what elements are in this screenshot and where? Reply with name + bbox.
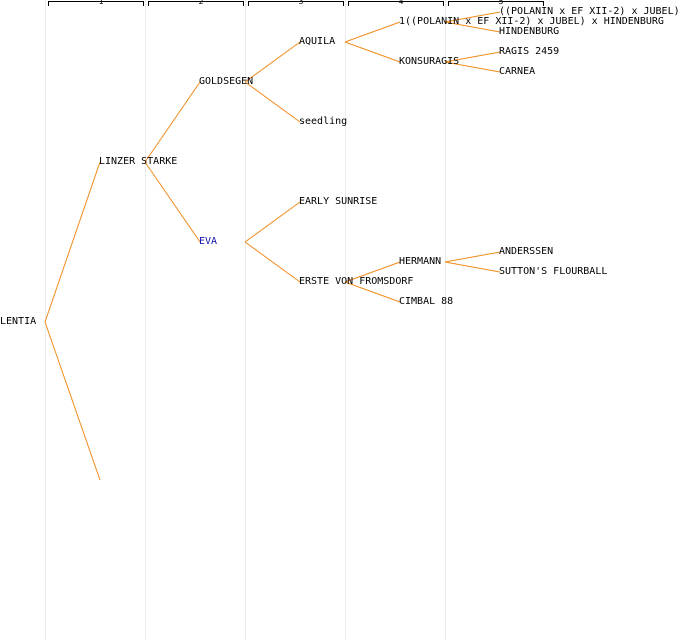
edge [344,281,401,303]
node-seedling[interactable]: seedling [299,116,348,127]
generation-number: 3 [298,0,304,6]
node-aquila[interactable]: AQUILA [299,36,336,47]
edge [44,321,101,481]
node-carnea[interactable]: CARNEA [499,66,536,77]
edge [444,251,501,263]
node-early-sunrise[interactable]: EARLY SUNRISE [299,196,378,207]
node-eva[interactable]: EVA [199,236,218,247]
edge [244,41,301,83]
node-hindenburg[interactable]: HINDENBURG [499,26,560,37]
generation-header-2 [148,1,244,6]
generation-number: 2 [198,0,204,6]
generation-header-1 [48,1,144,6]
generation-number: 5 [498,0,504,6]
node-linzer-starke[interactable]: LINZER STARKE [99,156,178,167]
node-hermann[interactable]: HERMANN [399,256,442,267]
edge [444,261,501,273]
edge [444,61,501,73]
generation-column-rule [445,0,446,640]
node-ragis-2459[interactable]: RAGIS 2459 [499,46,560,57]
edge [444,11,501,23]
edge [344,21,401,43]
node-anderssen[interactable]: ANDERSSEN [499,246,554,257]
generation-number: 4 [398,0,404,6]
node-cross-1[interactable]: 1((POLANIN x EF XII-2) x JUBEL) x HINDEN… [399,16,664,27]
generation-header-3 [248,1,344,6]
edge [244,201,301,243]
edge [44,161,101,323]
node-suttons-flourball[interactable]: SUTTON'S FLOURBALL [499,266,608,277]
node-konsuragis[interactable]: KONSURAGIS [399,56,460,67]
edge [344,41,401,63]
edge [344,261,401,283]
node-polanin-cross[interactable]: ((POLANIN x EF XII-2) x JUBEL) [499,6,680,17]
edge [444,21,501,33]
node-erste-von-fromsdorf[interactable]: ERSTE VON FROMSDORF [299,276,414,287]
edge [144,161,201,243]
generation-column-rule [345,0,346,640]
node-goldsegen[interactable]: GOLDSEGEN [199,76,254,87]
generation-header-5 [448,1,544,6]
edge [244,81,301,123]
edge [244,241,301,283]
generation-column-rule [145,0,146,640]
edge [444,51,501,63]
generation-header-4 [348,1,444,6]
node-lentia[interactable]: LENTIA [0,316,37,327]
node-cimbal-88[interactable]: CIMBAL 88 [399,296,454,307]
edge [144,81,201,163]
generation-number: 1 [98,0,104,6]
generation-column-rule [245,0,246,640]
